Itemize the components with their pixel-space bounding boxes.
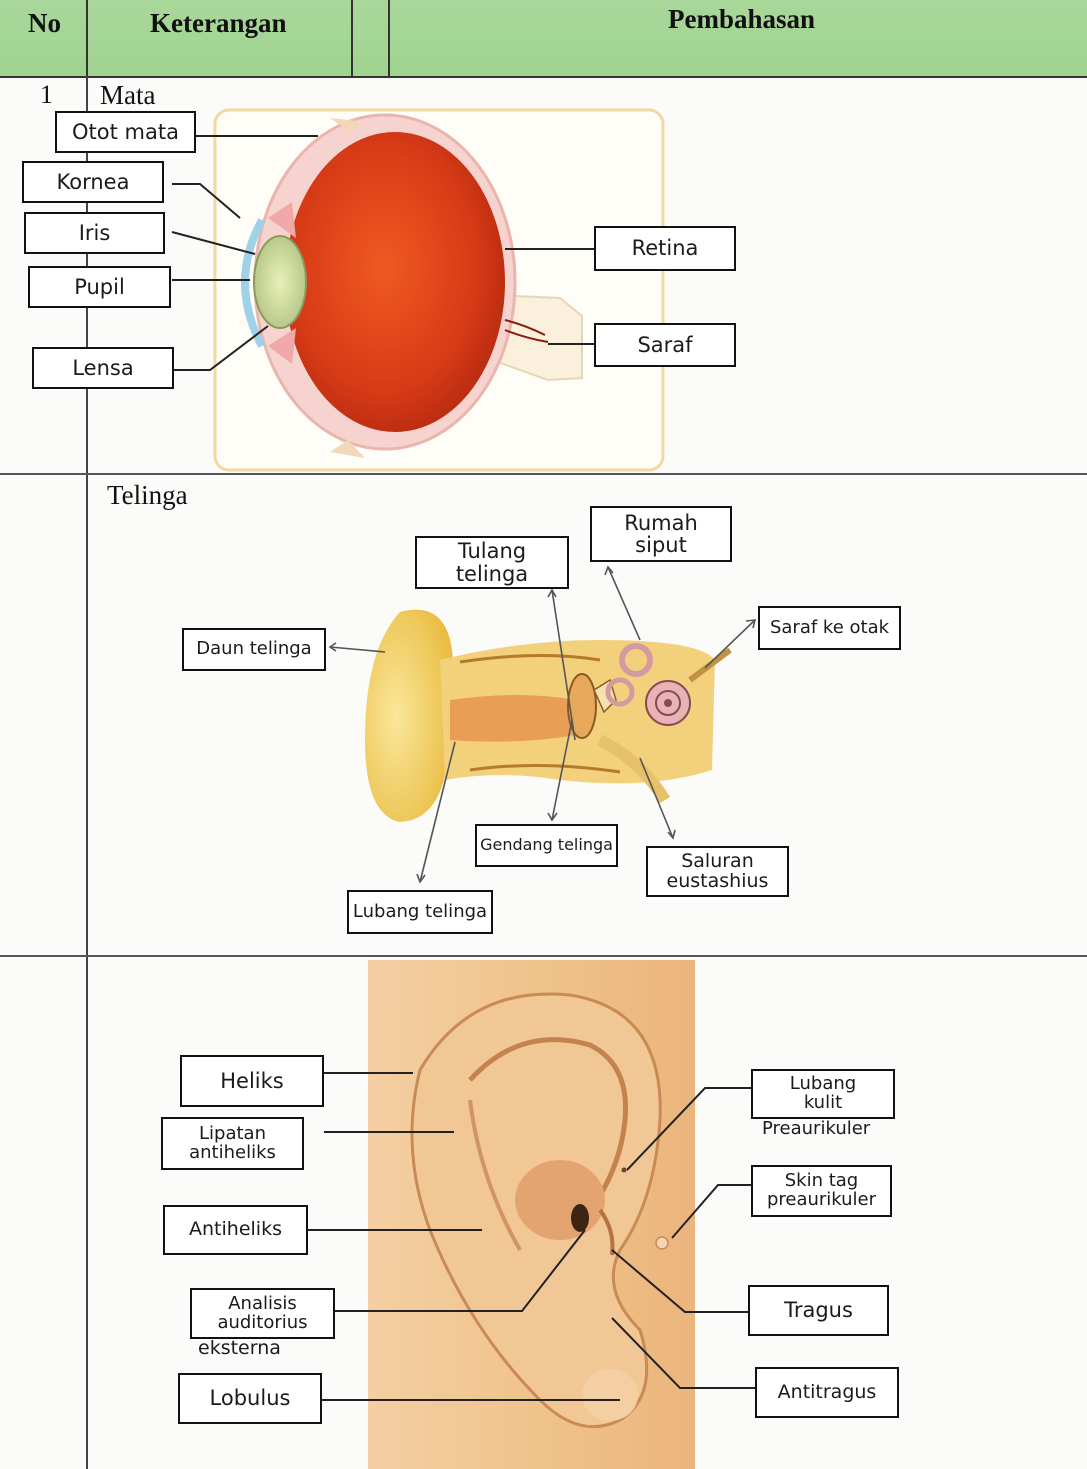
label-pupil: Pupil: [28, 266, 171, 308]
label-daun-telinga: Daun telinga: [182, 628, 326, 671]
label-iris: Iris: [24, 212, 165, 254]
eye-illustration: [215, 110, 663, 470]
label-skin-tag-preaurikuler: Skin tag preaurikuler: [751, 1165, 892, 1217]
label-tragus: Tragus: [748, 1285, 889, 1336]
label-kornea: Kornea: [22, 161, 164, 203]
label-saraf: Saraf: [594, 323, 736, 367]
label-gendang-telinga: Gendang telinga: [475, 824, 618, 867]
label-otot-mata: Otot mata: [55, 111, 196, 153]
label-lipatan-antiheliks: Lipatan antiheliks: [161, 1117, 304, 1170]
label-rumah-siput: Rumah siput: [590, 506, 732, 562]
label-tulang-telinga: Tulang telinga: [415, 536, 569, 589]
label-analisis-auditorius: Analisis auditorius: [190, 1288, 335, 1339]
label-lobulus: Lobulus: [178, 1373, 322, 1424]
label-lensa: Lensa: [32, 347, 174, 389]
label-lubang-kulit: Lubang kulit: [751, 1069, 895, 1119]
label-saluran-eustashius: Saluran eustashius: [646, 846, 789, 897]
label-retina: Retina: [594, 226, 736, 271]
label-antitragus: Antitragus: [755, 1367, 899, 1418]
outer-ear-photo-illustration: [368, 960, 695, 1469]
ear-cross-section-illustration: [365, 610, 730, 822]
label-eksterna: eksterna: [198, 1337, 281, 1359]
label-preaurikuler: Preaurikuler: [762, 1118, 870, 1139]
label-lubang-telinga: Lubang telinga: [347, 890, 493, 934]
label-antiheliks: Antiheliks: [163, 1205, 308, 1255]
label-heliks: Heliks: [180, 1055, 324, 1107]
label-saraf-ke-otak: Saraf ke otak: [758, 606, 901, 650]
section-title-telinga: Telinga: [107, 480, 188, 511]
